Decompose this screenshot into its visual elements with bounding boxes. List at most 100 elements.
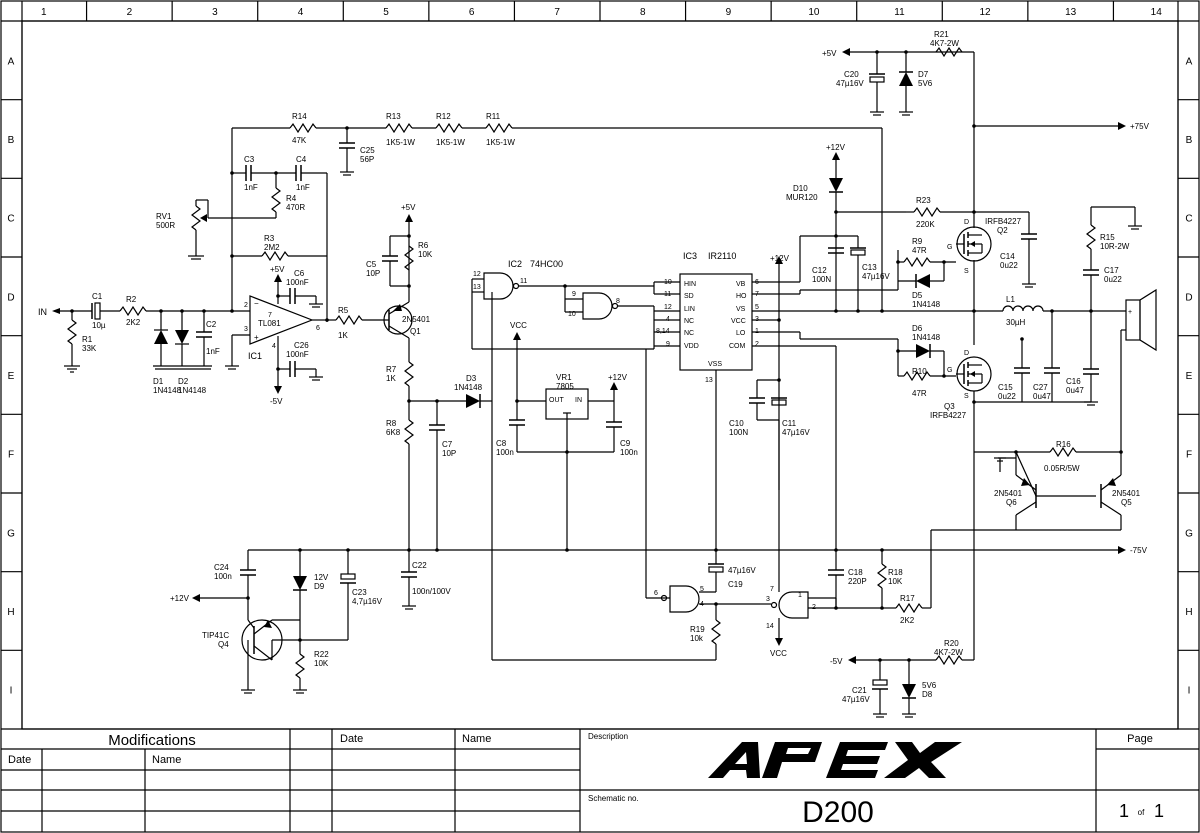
svg-text:4: 4 xyxy=(272,343,276,350)
row-label: B xyxy=(8,135,15,146)
r1-ref: R1 xyxy=(82,335,93,344)
d10-val: MUR120 xyxy=(786,193,818,202)
c3-val: 1nF xyxy=(244,183,258,192)
ic1-ref: IC1 xyxy=(248,351,262,361)
column-label: 10 xyxy=(808,7,820,18)
svg-text:D: D xyxy=(964,350,969,357)
svg-text:5: 5 xyxy=(755,304,759,311)
vcc-label-2: VCC xyxy=(770,649,787,658)
r2-ref: R2 xyxy=(126,295,137,304)
column-label: 4 xyxy=(298,7,304,18)
column-label: 13 xyxy=(1065,7,1077,18)
r12-val: 1K5-1W xyxy=(436,138,465,147)
svg-text:VCC: VCC xyxy=(731,318,746,325)
regulator-stage: VCC C8 100n OUT IN VR1 7805 +12V C9 100n xyxy=(496,321,638,550)
c18-val: 220P xyxy=(848,577,867,586)
svg-text:1: 1 xyxy=(798,592,802,599)
c20-ref: C20 xyxy=(844,70,859,79)
r1-val: 33K xyxy=(82,344,97,353)
r22-val: 10K xyxy=(314,659,329,668)
r22-ref: R22 xyxy=(314,650,329,659)
svg-text:VB: VB xyxy=(736,281,746,288)
c2-val: 1nF xyxy=(206,347,220,356)
current-sense: R16 0.05R/5W 2N5401 Q6 2N5401 Q5 xyxy=(930,440,1141,608)
vr1-ref: VR1 xyxy=(556,373,572,382)
row-label: I xyxy=(10,686,13,697)
c3-ref: C3 xyxy=(244,155,255,164)
apex-logo xyxy=(708,742,962,778)
date-column-label: Date xyxy=(8,754,31,766)
ic3-ref: IC3 xyxy=(683,251,697,261)
vcc-label-1: VCC xyxy=(510,321,527,330)
column-label: 7 xyxy=(554,7,560,18)
r3-ref: R3 xyxy=(264,234,275,243)
r13-val: 1K5-1W xyxy=(386,138,415,147)
svg-text:HIN: HIN xyxy=(684,281,696,288)
c12-ref: C12 xyxy=(812,266,827,275)
c27-val: 0u47 xyxy=(1033,392,1051,401)
svg-text:7: 7 xyxy=(770,586,774,593)
c24-ref: C24 xyxy=(214,563,229,572)
r14-val: 47K xyxy=(292,136,307,145)
name-column-label: Name xyxy=(152,754,181,766)
ic1-minus5-label: -5V xyxy=(270,397,283,406)
row-label: F xyxy=(1186,450,1192,461)
q3-ref: Q3 xyxy=(944,402,955,411)
svg-text:VS: VS xyxy=(736,306,746,313)
q4-plus12-label: +12V xyxy=(170,594,190,603)
ic2-ref: IC2 xyxy=(508,259,522,269)
c15-val: 0u22 xyxy=(998,392,1016,401)
c17-val: 0u22 xyxy=(1104,275,1122,284)
r5-ref: R5 xyxy=(338,306,349,315)
r20-val: 4K7-2W xyxy=(934,648,963,657)
column-label: 2 xyxy=(127,7,133,18)
c13-ref: C13 xyxy=(862,263,877,272)
r16-ref: R16 xyxy=(1056,440,1071,449)
r19-val: 10k xyxy=(690,634,704,643)
svg-text:HO: HO xyxy=(736,293,747,300)
ic3-driver: IC3 IR2110 HIN SD LIN NC NC VDD VB HO VS… xyxy=(645,235,1003,599)
row-label: D xyxy=(7,292,14,303)
c20-val: 47µ16V xyxy=(836,79,864,88)
d1-val: 1N4148 xyxy=(153,386,182,395)
c23-val: 4,7µ16V xyxy=(352,597,383,606)
ic1-opamp: TL081 IC1 − + 2 3 6 7 4 +5V C6 100nF -5V xyxy=(225,265,329,406)
q1-plus5-label: +5V xyxy=(401,203,416,212)
c22-val: 100n/100V xyxy=(412,587,451,596)
c23-ref: C23 xyxy=(352,588,367,597)
c1-ref: C1 xyxy=(92,292,103,301)
svg-text:IN: IN xyxy=(575,397,582,404)
svg-text:SD: SD xyxy=(684,293,694,300)
svg-text:LIN: LIN xyxy=(684,306,695,313)
q6-ref: Q6 xyxy=(1006,498,1017,507)
l1-ref: L1 xyxy=(1006,295,1015,304)
r4-ref: R4 xyxy=(286,194,297,203)
d5-val: 1N4148 xyxy=(912,300,941,309)
svg-text:VDD: VDD xyxy=(684,343,699,350)
svg-text:6: 6 xyxy=(316,325,320,332)
column-label: 3 xyxy=(212,7,218,18)
c27-ref: C27 xyxy=(1033,383,1048,392)
feedback-network: R14 47K C25 56P R13 1K5-1W R12 1K5-1W R1… xyxy=(156,112,882,322)
plus75-label: +75V xyxy=(1130,122,1150,131)
c1-val: 10µ xyxy=(92,321,106,330)
r23-val: 220K xyxy=(916,220,935,229)
c22-ref: C22 xyxy=(412,561,427,570)
c14-ref: C14 xyxy=(1000,252,1015,261)
c26-ref: C26 xyxy=(294,341,309,350)
c18-ref: C18 xyxy=(848,568,863,577)
c10-val: 100N xyxy=(729,428,748,437)
r11-ref: R11 xyxy=(486,112,501,121)
q1-ref: Q1 xyxy=(410,327,421,336)
r17-ref: R17 xyxy=(900,594,915,603)
svg-text:NC: NC xyxy=(684,330,694,337)
input-label: IN xyxy=(38,307,47,317)
schematic-no-label: Schematic no. xyxy=(588,794,639,803)
svg-text:2: 2 xyxy=(244,302,248,309)
c24-val: 100n xyxy=(214,572,232,581)
r21-val: 4K7-2W xyxy=(930,39,959,48)
svg-text:VSS: VSS xyxy=(708,361,722,368)
q3-val: IRFB4227 xyxy=(930,411,967,420)
row-label: C xyxy=(7,214,14,225)
